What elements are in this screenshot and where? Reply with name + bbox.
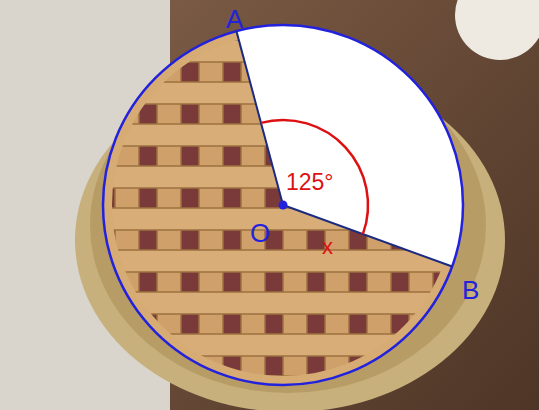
lattice-strip bbox=[115, 20, 139, 390]
unknown-angle-label: x bbox=[322, 236, 333, 258]
cup bbox=[455, 0, 539, 60]
center-label: O bbox=[250, 220, 270, 246]
lattice bbox=[100, 20, 475, 398]
point-label: B bbox=[462, 277, 479, 303]
circle-outline bbox=[103, 25, 463, 385]
lattice-strip bbox=[100, 292, 470, 314]
angle-label: 125° bbox=[286, 171, 334, 194]
pie bbox=[100, 20, 475, 398]
lattice-strip bbox=[100, 334, 470, 356]
crust-edge bbox=[103, 25, 463, 385]
radius-oa bbox=[236, 31, 283, 205]
angle-arc bbox=[261, 120, 368, 234]
center-point bbox=[279, 201, 288, 210]
missing-slice bbox=[236, 25, 463, 267]
point-label: A bbox=[226, 6, 243, 32]
